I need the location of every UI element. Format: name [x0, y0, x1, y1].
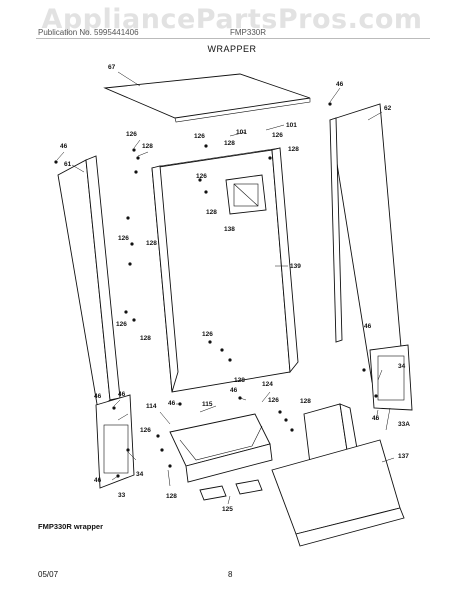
callout-126: 126 — [196, 173, 207, 180]
part-top-panel — [103, 73, 311, 119]
callout-126: 126 — [140, 427, 151, 434]
callout-46: 46 — [168, 400, 176, 407]
callout-46: 46 — [372, 415, 380, 422]
callout-128: 128 — [140, 335, 151, 342]
callout-33A: 33A — [398, 421, 410, 428]
callout-46: 46 — [94, 477, 102, 484]
callout-126: 126 — [126, 131, 137, 138]
callout-128: 128 — [300, 398, 311, 405]
callout-128: 128 — [206, 209, 217, 216]
callout-46: 46 — [60, 143, 68, 150]
header-rule — [36, 38, 430, 39]
part-control-box — [225, 174, 267, 215]
callout-126: 126 — [118, 235, 129, 242]
callout-114: 114 — [146, 403, 157, 410]
callout-126: 126 — [202, 331, 213, 338]
callout-126: 126 — [194, 133, 205, 140]
part-foot-left — [199, 485, 227, 501]
callout-125: 125 — [222, 506, 233, 513]
callout-46: 46 — [336, 81, 344, 88]
model-number: FMP330R — [230, 28, 267, 37]
callout-34: 34 — [398, 363, 406, 370]
watermark: AppliancePartsPros.com — [41, 4, 423, 35]
callout-46: 46 — [118, 391, 126, 398]
callout-124: 124 — [262, 381, 273, 388]
callout-67: 67 — [108, 64, 116, 71]
callout-115: 115 — [202, 401, 213, 408]
page-number: 8 — [228, 570, 233, 579]
section-title: WRAPPER — [207, 44, 257, 54]
callout-126: 126 — [268, 397, 279, 404]
callout-137: 137 — [398, 453, 409, 460]
callout-46: 46 — [230, 387, 238, 394]
part-left-bracket — [95, 394, 135, 489]
publication-number: Publication No. 5995441406 — [38, 28, 139, 37]
part-foot-right — [235, 479, 263, 495]
callout-34: 34 — [136, 471, 144, 478]
callout-46: 46 — [364, 323, 372, 330]
callout-128: 128 — [166, 493, 177, 500]
callout-128: 128 — [146, 240, 157, 247]
callout-128: 128 — [224, 140, 235, 147]
callout-61: 61 — [64, 161, 72, 168]
figure-caption: FMP330R wrapper — [38, 522, 104, 531]
part-right-bracket — [369, 344, 413, 411]
callout-139: 139 — [290, 263, 301, 270]
callout-33: 33 — [118, 492, 126, 499]
callout-126: 126 — [116, 321, 127, 328]
callout-138: 138 — [224, 226, 235, 233]
callout-101: 101 — [236, 129, 247, 136]
callout-62: 62 — [384, 105, 392, 112]
callout-128: 128 — [142, 143, 153, 150]
callout-126: 126 — [272, 132, 283, 139]
callout-128: 128 — [288, 146, 299, 153]
callout-46: 46 — [94, 393, 102, 400]
footer-date: 05/07 — [38, 570, 59, 579]
callout-128: 128 — [234, 377, 245, 384]
callout-101: 101 — [286, 122, 297, 129]
